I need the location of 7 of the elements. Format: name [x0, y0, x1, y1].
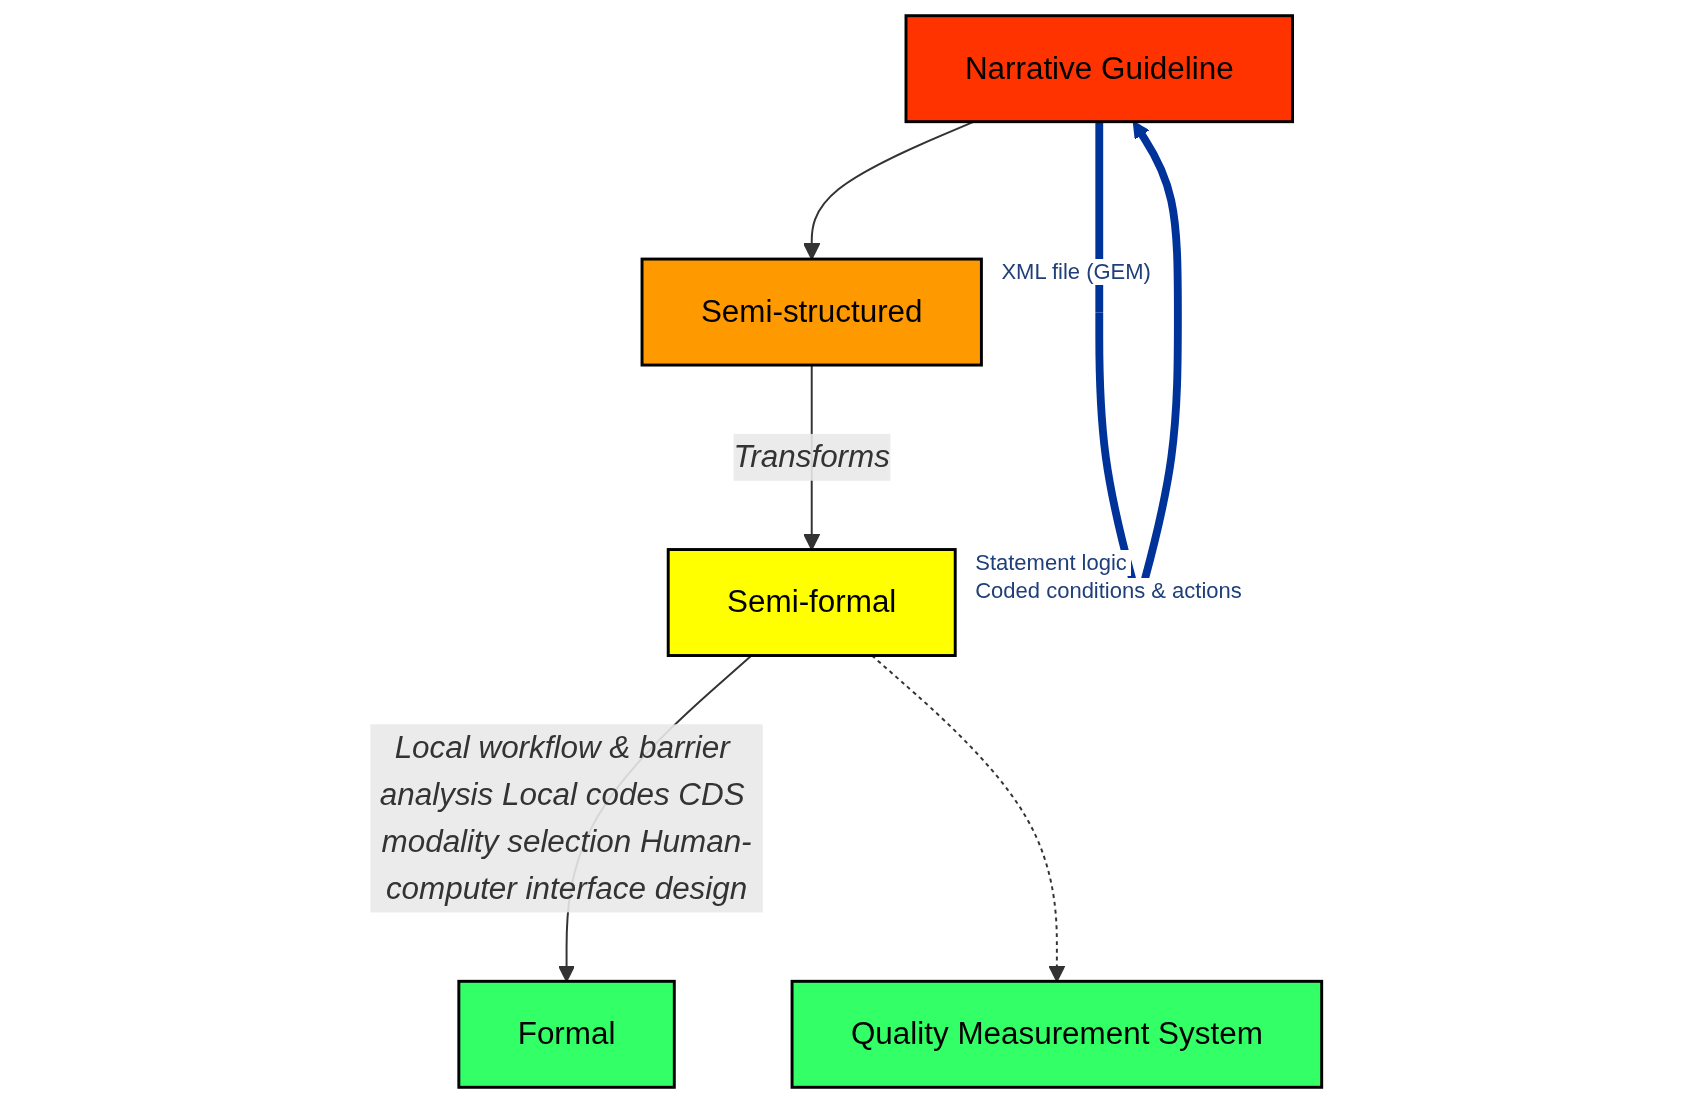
edge-label: Local workflow & barrier analysis Local codes CDS modality selection Human-computer interface design [379, 730, 752, 905]
node-box: Narrative Guideline [904, 14, 1294, 124]
node-box: Semi-structured [640, 257, 983, 367]
node-box: Quality Measurement System [790, 979, 1324, 1089]
node-box: Formal [457, 979, 676, 1089]
edge-label: Transforms [733, 439, 890, 473]
node-box: Semi-formal [666, 548, 957, 657]
